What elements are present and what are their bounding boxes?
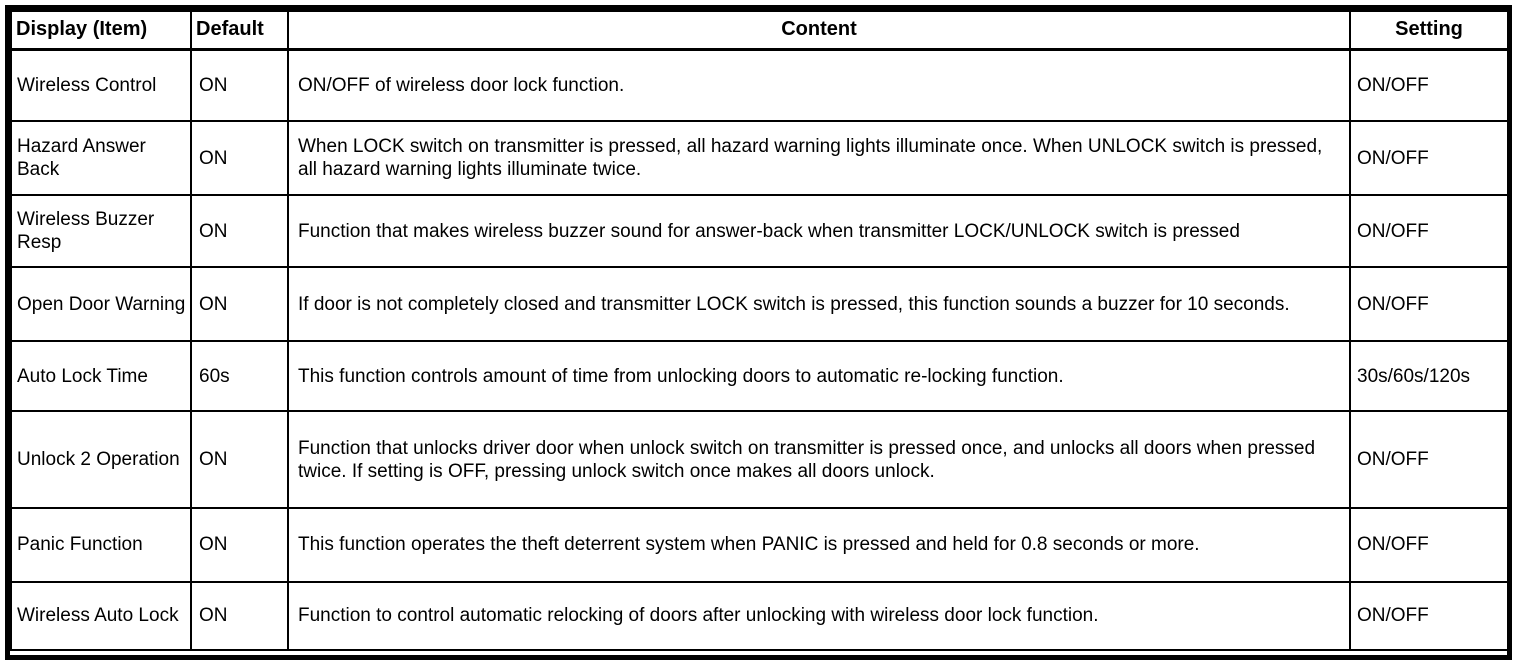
cell-setting: ON/OFF <box>1349 580 1509 651</box>
cell-setting: ON/OFF <box>1349 120 1509 196</box>
cell-default: ON <box>190 266 289 342</box>
table-row: Panic Function ON This function operates… <box>10 507 1509 583</box>
header-cell-display-item: Display (Item) <box>10 10 192 51</box>
cell-setting: ON/OFF <box>1349 47 1509 123</box>
cell-default: ON <box>190 507 289 583</box>
table-row: Wireless Buzzer Resp ON Function that ma… <box>10 193 1509 269</box>
cell-content: Function that makes wireless buzzer soun… <box>287 193 1351 269</box>
table-row: Auto Lock Time 60s This function control… <box>10 339 1509 413</box>
cell-item: Hazard Answer Back <box>10 120 192 196</box>
table-row: Wireless Control ON ON/OFF of wireless d… <box>10 47 1509 123</box>
cell-setting: 30s/60s/120s <box>1349 339 1509 413</box>
cell-item: Panic Function <box>10 507 192 583</box>
header-cell-content: Content <box>287 10 1351 51</box>
cell-content: This function controls amount of time fr… <box>287 339 1351 413</box>
table-row: Unlock 2 Operation ON Function that unlo… <box>10 410 1509 510</box>
header-cell-setting: Setting <box>1349 10 1509 51</box>
table-row: Open Door Warning ON If door is not comp… <box>10 266 1509 342</box>
cell-item: Auto Lock Time <box>10 339 192 413</box>
header-cell-default: Default <box>190 10 289 51</box>
wireless-door-lock-settings-table: Display (Item) Default Content Setting W… <box>10 10 1509 651</box>
cell-content: If door is not completely closed and tra… <box>287 266 1351 342</box>
cell-default: ON <box>190 410 289 510</box>
cell-setting: ON/OFF <box>1349 266 1509 342</box>
cell-item: Open Door Warning <box>10 266 192 342</box>
cell-default: ON <box>190 193 289 269</box>
cell-item: Wireless Control <box>10 47 192 123</box>
cell-setting: ON/OFF <box>1349 410 1509 510</box>
cell-default: ON <box>190 120 289 196</box>
cell-item: Wireless Auto Lock <box>10 580 192 651</box>
cell-default: ON <box>190 580 289 651</box>
cell-content: This function operates the theft deterre… <box>287 507 1351 583</box>
cell-default: ON <box>190 47 289 123</box>
settings-table-frame: Display (Item) Default Content Setting W… <box>5 5 1512 660</box>
cell-content: Function that unlocks driver door when u… <box>287 410 1351 510</box>
cell-content: ON/OFF of wireless door lock function. <box>287 47 1351 123</box>
cell-default: 60s <box>190 339 289 413</box>
table-row: Wireless Auto Lock ON Function to contro… <box>10 580 1509 651</box>
header-row: Display (Item) Default Content Setting <box>10 10 1509 51</box>
cell-content: Function to control automatic relocking … <box>287 580 1351 651</box>
cell-setting: ON/OFF <box>1349 507 1509 583</box>
cell-item: Wireless Buzzer Resp <box>10 193 192 269</box>
cell-setting: ON/OFF <box>1349 193 1509 269</box>
cell-content: When LOCK switch on transmitter is press… <box>287 120 1351 196</box>
cell-item: Unlock 2 Operation <box>10 410 192 510</box>
table-row: Hazard Answer Back ON When LOCK switch o… <box>10 120 1509 196</box>
